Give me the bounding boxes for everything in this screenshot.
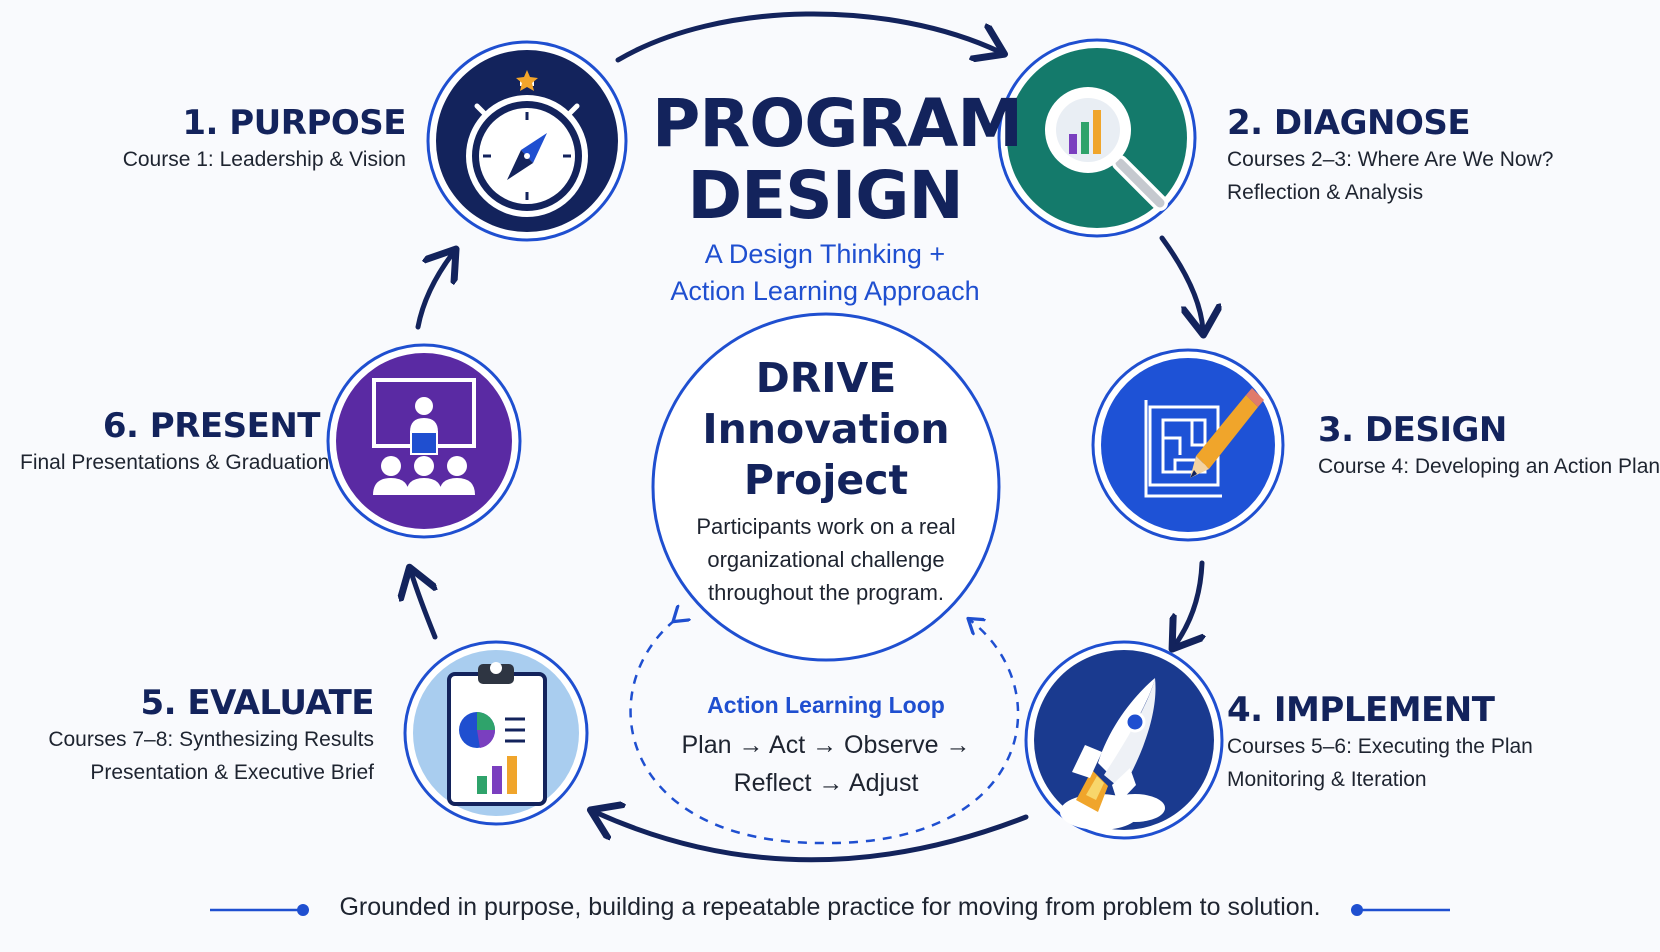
present-circle	[326, 343, 522, 539]
center-title: DRIVE Innovation Project	[666, 353, 986, 506]
step-title-purpose: 1. PURPOSE	[182, 103, 406, 143]
magnifier-chart-icon	[1045, 87, 1168, 211]
loop-steps: Plan → Act → Observe → Reflect → Adjust	[646, 726, 1006, 802]
blueprint-pencil-icon	[1144, 388, 1264, 498]
loop-steps-line-1: Plan → Act → Observe →	[681, 731, 971, 759]
step-desc-purpose-line-1: Course 1: Leadership & Vision	[122, 148, 406, 171]
diagnose-circle	[997, 38, 1197, 238]
center-title-line-2: Innovation	[702, 405, 950, 453]
step-purpose-label: 1. PURPOSE Course 1: Leadership & Vision	[90, 103, 407, 176]
action-learning-loop-path	[629, 620, 1020, 845]
step-design-label: 3. DESIGN Course 4: Developing an Action…	[1318, 410, 1660, 483]
title-line-1: PROGRAM	[652, 85, 1023, 162]
step-desc-diagnose-line-2: Reflection & Analysis	[1227, 181, 1424, 204]
step-desc-implement-line-1: Courses 5–6: Executing the Plan	[1227, 735, 1533, 758]
arrow-implement-to-evaluate	[595, 812, 1029, 863]
step-title-design: 3. DESIGN	[1318, 410, 1507, 450]
arrow-evaluate-to-present	[411, 572, 435, 640]
design-circle	[1091, 348, 1285, 542]
evaluate-circle	[403, 640, 589, 826]
center-desc-line-1: Participants work on a real	[696, 514, 956, 539]
step-title-evaluate: 5. EVALUATE	[140, 683, 374, 723]
rocket-icon	[1060, 678, 1165, 830]
center-desc-line-3: throughout the program.	[707, 580, 945, 605]
subtitle: A Design Thinking + Action Learning Appr…	[652, 236, 998, 310]
center-title-line-1: DRIVE	[755, 354, 897, 402]
arrow-purpose-to-diagnose	[615, 11, 1000, 60]
compass-icon	[466, 80, 588, 217]
presenter-audience-icon	[372, 378, 476, 495]
step-desc-evaluate-line-2: Presentation & Executive Brief	[90, 761, 374, 784]
loop-title: Action Learning Loop	[707, 692, 945, 718]
step-present-label: 6. PRESENT Final Presentations & Graduat…	[20, 406, 330, 479]
purpose-circle	[426, 40, 628, 242]
footer-decoration-left	[210, 904, 309, 916]
page-title: PROGRAM DESIGN	[652, 85, 1023, 234]
cycle-arrows	[411, 11, 1203, 863]
title-line-2: DESIGN	[687, 157, 963, 234]
center-title-line-3: Project	[743, 456, 909, 504]
step-desc-evaluate-line-1: Courses 7–8: Synthesizing Results	[48, 728, 374, 751]
center-desc-line-2: organizational challenge	[707, 547, 945, 572]
footer-decoration-right	[1351, 904, 1450, 916]
step-diagnose-label: 2. DIAGNOSE Courses 2–3: Where Are We No…	[1227, 103, 1587, 209]
step-title-present: 6. PRESENT	[102, 406, 321, 446]
center-circle	[651, 312, 1001, 662]
star-icon	[516, 70, 538, 91]
subtitle-line-2: Action Learning Approach	[670, 276, 980, 306]
implement-circle	[1024, 640, 1224, 840]
step-desc-design-line-1: Course 4: Developing an Action Plan	[1318, 455, 1660, 478]
step-title-implement: 4. IMPLEMENT	[1227, 690, 1495, 730]
arrow-design-to-implement	[1175, 560, 1202, 645]
step-desc-diagnose-line-1: Courses 2–3: Where Are We Now?	[1227, 148, 1554, 171]
step-title-diagnose: 2. DIAGNOSE	[1227, 103, 1471, 143]
arrow-diagnose-to-design	[1159, 235, 1203, 330]
loop-steps-line-2: Reflect → Adjust	[733, 769, 919, 797]
step-evaluate-label: 5. EVALUATE Courses 7–8: Synthesizing Re…	[40, 683, 374, 789]
clipboard-chart-icon	[447, 662, 547, 806]
arrow-present-to-purpose	[415, 253, 453, 330]
step-desc-present-line-1: Final Presentations & Graduation	[20, 451, 330, 474]
center-description: Participants work on a real organization…	[666, 510, 986, 609]
step-desc-implement-line-2: Monitoring & Iteration	[1227, 768, 1427, 791]
subtitle-line-1: A Design Thinking +	[704, 239, 946, 269]
step-implement-label: 4. IMPLEMENT Courses 5–6: Executing the …	[1227, 690, 1587, 796]
footer-tagline: Grounded in purpose, building a repeatab…	[339, 893, 1321, 921]
